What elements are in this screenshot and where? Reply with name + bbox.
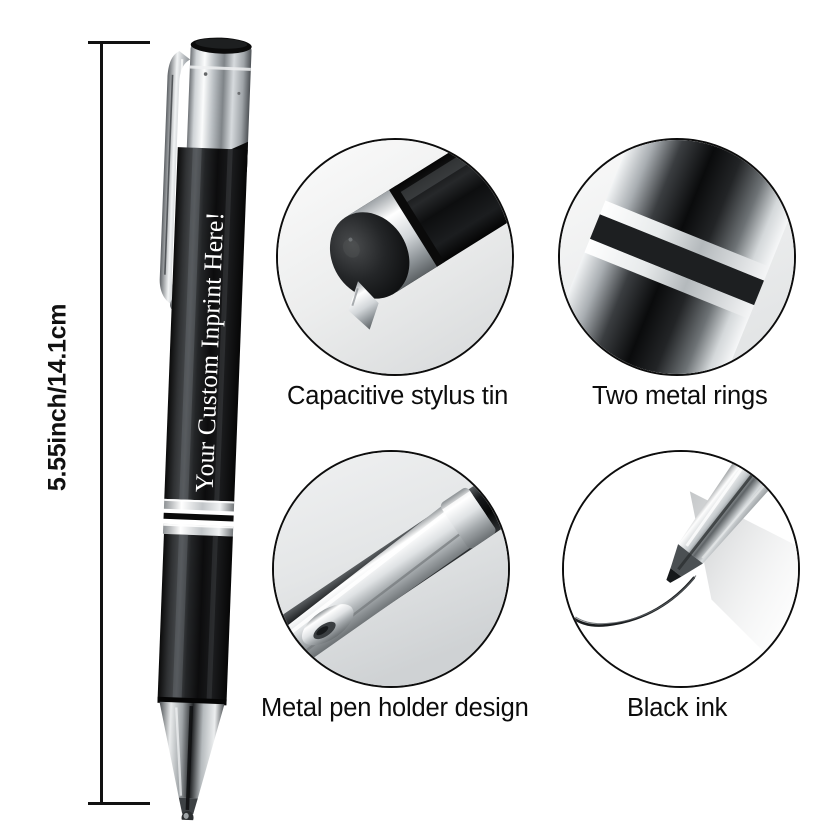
detail-circle-black-ink bbox=[562, 450, 800, 688]
pen-upper-barrel bbox=[164, 147, 248, 502]
pen-chrome-cone-tip bbox=[159, 701, 225, 823]
metal-rings-icon bbox=[560, 140, 794, 374]
detail-circle-pen-clip bbox=[272, 450, 510, 688]
dimension-line bbox=[100, 42, 103, 804]
caption-metal-pen-holder-design: Metal pen holder design bbox=[261, 694, 529, 722]
stylus-tip-icon bbox=[278, 140, 512, 374]
detail-circle-stylus-tip bbox=[276, 138, 514, 376]
pen-graphic: Your Custom Inprint Here! bbox=[157, 37, 252, 823]
caption-capacitive-stylus-tin: Capacitive stylus tin bbox=[287, 382, 509, 410]
dimension-cap-top bbox=[88, 41, 150, 44]
pen-metal-rings bbox=[162, 498, 235, 537]
pen-lower-barrel bbox=[157, 533, 233, 706]
pen-top-chrome bbox=[186, 37, 252, 172]
pen-product-image: Your Custom Inprint Here! bbox=[125, 28, 280, 823]
dimension-callout: 5.55inch/14.1cm bbox=[0, 0, 250, 828]
dimension-label: 5.55inch/14.1cm bbox=[43, 303, 72, 492]
caption-black-ink: Black ink bbox=[627, 694, 728, 722]
detail-circle-metal-rings bbox=[558, 138, 796, 376]
pen-nib-writing-icon bbox=[564, 452, 798, 686]
caption-two-metal-rings: Two metal rings bbox=[592, 382, 768, 410]
dimension-cap-bottom bbox=[88, 802, 150, 805]
pen-clip-icon bbox=[274, 452, 508, 686]
